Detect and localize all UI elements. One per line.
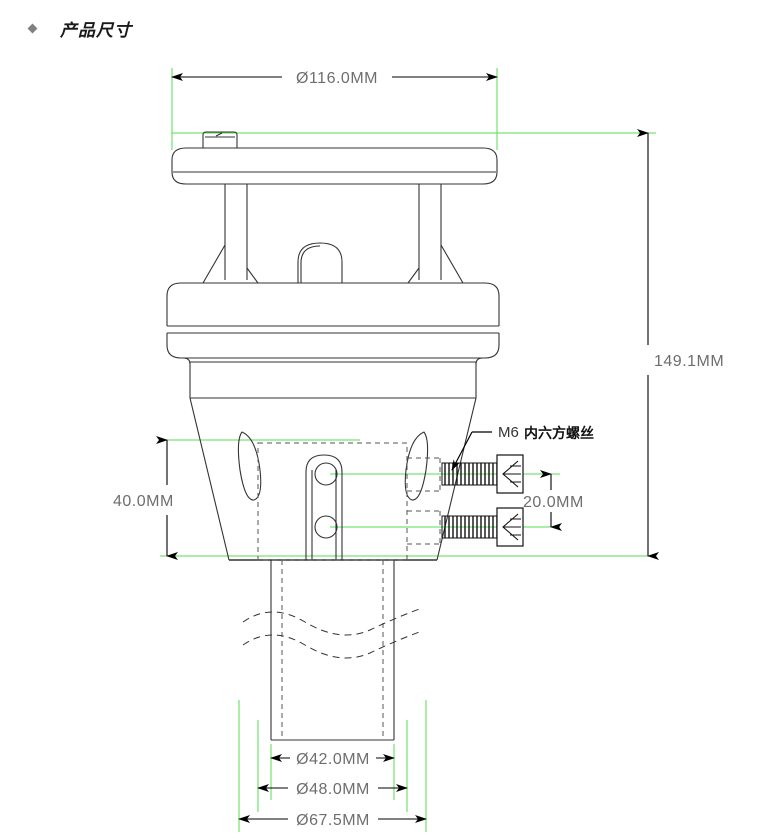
extension-lines bbox=[160, 68, 656, 832]
annotation-label-latin: M6 bbox=[498, 424, 519, 441]
section-heading: 产品尺寸 bbox=[0, 8, 782, 48]
dimension-label-overall-height: 149.1MM bbox=[654, 353, 724, 370]
break-line bbox=[242, 607, 423, 659]
dimension-label-middle-diameter: Ø48.0MM bbox=[296, 781, 370, 798]
dimension-overall-height: 149.1MM bbox=[637, 129, 724, 560]
dimension-middle-diameter: Ø48.0MM bbox=[257, 781, 408, 798]
main-body bbox=[166, 282, 500, 359]
dimension-label-inner-diameter: Ø42.0MM bbox=[296, 751, 370, 768]
hex-socket-screw-upper bbox=[441, 454, 524, 494]
dimension-label-top-diameter: Ø116.0MM bbox=[296, 70, 378, 87]
mount-hole-lower bbox=[314, 515, 338, 539]
dimension-bracket-height: 40.0MM bbox=[113, 436, 178, 560]
mount-hole-upper bbox=[314, 462, 338, 486]
hidden-lines bbox=[257, 442, 441, 740]
page-title: 产品尺寸 bbox=[60, 20, 132, 41]
annotation-label-cjk: 内六方螺丝 bbox=[524, 425, 594, 442]
dimension-label-bracket-height: 40.0MM bbox=[113, 493, 174, 510]
center-dome bbox=[297, 242, 343, 283]
top-disc bbox=[171, 147, 498, 185]
product-outline bbox=[166, 131, 500, 741]
mounting-pole bbox=[270, 560, 395, 741]
vent-slot-left bbox=[237, 431, 262, 501]
dimension-top-diameter: Ø116.0MM bbox=[171, 70, 498, 87]
hex-socket-screw-lower bbox=[441, 507, 524, 547]
annotation-screw-callout: M6 内六方螺丝 bbox=[451, 424, 594, 471]
dimension-outer-diameter: Ø67.5MM bbox=[238, 812, 427, 829]
support-post-right bbox=[418, 184, 442, 280]
dimension-label-outer-diameter: Ø67.5MM bbox=[296, 812, 370, 829]
mount-bracket bbox=[305, 454, 343, 560]
dimension-inner-diameter: Ø42.0MM bbox=[270, 751, 395, 768]
dimension-label-screw-spacing: 20.0MM bbox=[523, 494, 584, 511]
support-post-left bbox=[224, 184, 248, 280]
dimension-screw-spacing: 20.0MM bbox=[523, 470, 584, 531]
top-cap-nub bbox=[202, 131, 238, 148]
post-gussets bbox=[202, 244, 464, 284]
collar bbox=[182, 357, 484, 399]
vent-slot-right bbox=[404, 431, 429, 501]
